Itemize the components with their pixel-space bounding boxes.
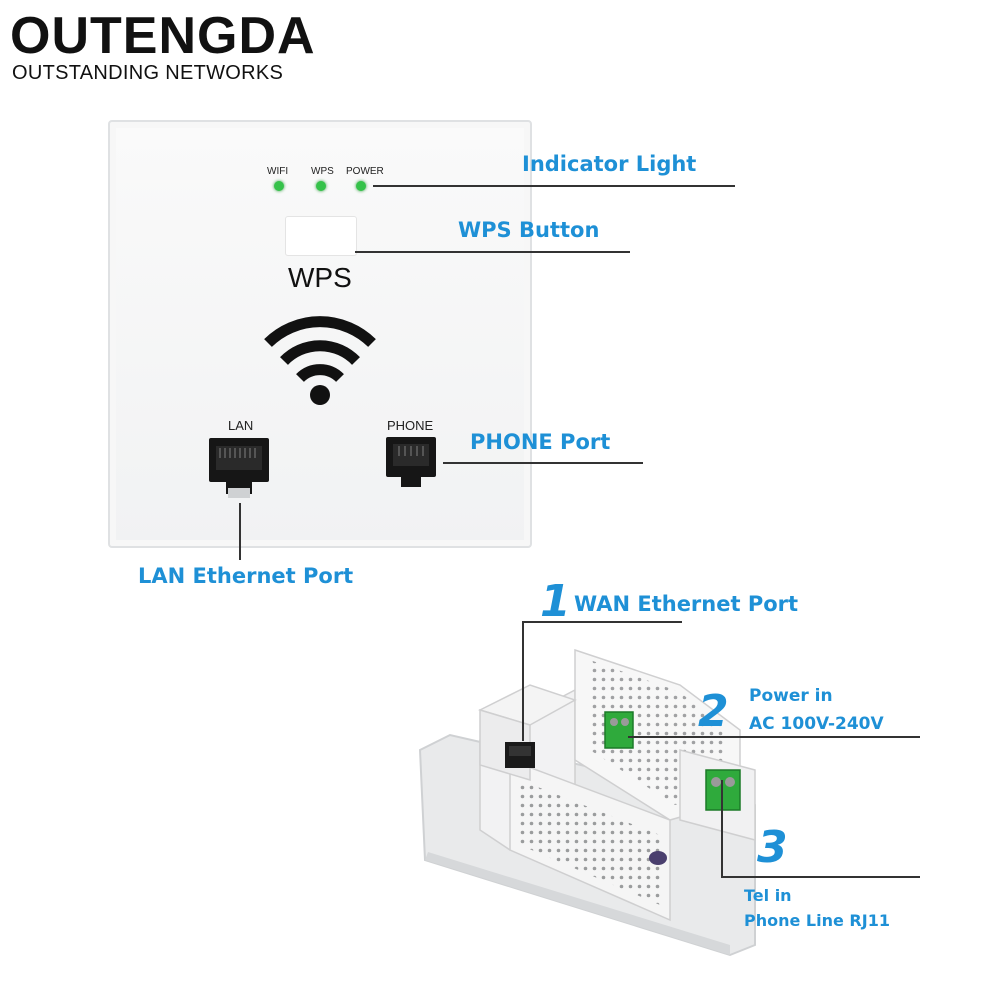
lan-port-leader-line <box>239 503 241 560</box>
lan-port-callout: LAN Ethernet Port <box>138 564 354 588</box>
lan-port-icon[interactable] <box>208 436 270 500</box>
wps-button-callout: WPS Button <box>458 218 600 242</box>
wan-port-callout: WAN Ethernet Port <box>574 592 799 616</box>
tel-number: 3 <box>757 822 788 873</box>
tel-callout-line1: Tel in <box>744 886 792 905</box>
power-callout-line2: AC 100V-240V <box>749 714 884 734</box>
indicator-light-leader-line <box>373 185 735 187</box>
indicator-label-power: POWER <box>346 166 384 177</box>
wan-number: 1 <box>540 576 571 627</box>
power-number: 2 <box>698 686 729 737</box>
wps-label: WPS <box>288 262 352 293</box>
brand-tagline: OUTSTANDING NETWORKS <box>12 62 284 84</box>
wifi-led-icon <box>274 181 284 191</box>
wifi-icon <box>264 316 376 405</box>
power-callout-line1: Power in <box>749 686 833 706</box>
power-led-icon <box>356 181 366 191</box>
indicator-light-callout: Indicator Light <box>522 152 697 176</box>
back-unit-image <box>418 648 756 957</box>
phone-port-callout: PHONE Port <box>470 430 611 454</box>
tel-leader-line-h <box>721 876 920 878</box>
wan-port-leader-line-v <box>522 621 524 741</box>
wan-port-leader-line-h <box>522 621 682 623</box>
wps-led-icon <box>316 181 326 191</box>
wps-button[interactable] <box>285 216 357 256</box>
lan-label: LAN <box>228 418 254 433</box>
front-panel <box>108 120 532 548</box>
power-leader-line <box>628 736 920 738</box>
phone-port-icon[interactable] <box>385 436 437 488</box>
wps-button-leader-line <box>355 251 630 253</box>
indicator-label-wps: WPS <box>311 166 334 177</box>
tel-callout-line2: Phone Line RJ11 <box>744 911 890 930</box>
tel-leader-line-v <box>721 780 723 877</box>
brand-name: OUTENGDA <box>10 7 316 65</box>
indicator-label-wifi: WIFI <box>267 166 289 177</box>
phone-label: PHONE <box>387 418 434 433</box>
phone-port-leader-line <box>443 462 643 464</box>
